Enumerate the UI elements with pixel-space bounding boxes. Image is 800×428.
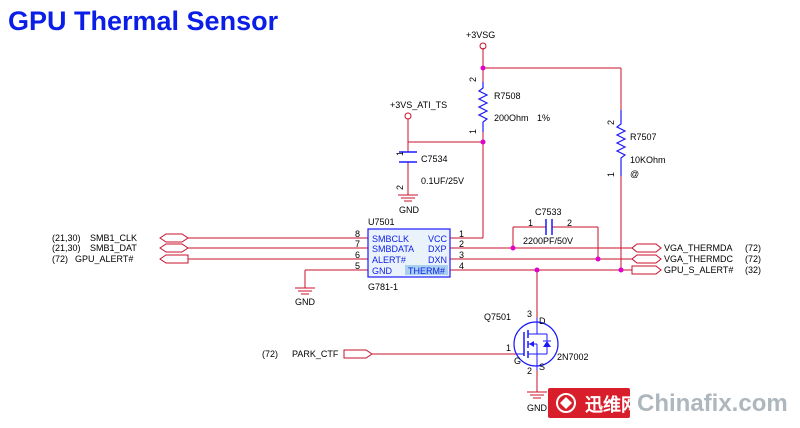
svg-text:6: 6 xyxy=(355,250,360,260)
svg-text:(21,30): (21,30) xyxy=(52,243,81,253)
svg-text:D: D xyxy=(539,316,546,326)
junction-dot xyxy=(618,267,624,273)
svg-text:(32): (32) xyxy=(745,265,761,275)
resistor-r7507: 2 1 R7507 10KOhm @ xyxy=(606,110,666,179)
svg-text:2: 2 xyxy=(567,218,572,228)
svg-text:GPU_ALERT#: GPU_ALERT# xyxy=(75,254,133,264)
ic-pin-dxp: DXP xyxy=(428,244,447,254)
svg-text:@: @ xyxy=(630,169,639,179)
svg-text:R7507: R7507 xyxy=(630,132,657,142)
svg-text:0.1UF/25V: 0.1UF/25V xyxy=(421,176,464,186)
capacitor-c7534: 1 2 C7534 0.1UF/25V xyxy=(395,151,464,190)
svg-text:2: 2 xyxy=(606,120,616,125)
svg-text:3: 3 xyxy=(459,250,464,260)
watermark-logo-icon xyxy=(556,393,576,413)
gnd-symbol-c7534 xyxy=(398,194,418,202)
svg-text:R7508: R7508 xyxy=(494,91,521,101)
svg-text:2: 2 xyxy=(468,77,478,82)
mosfet-q7501: Q7501 2N7002 3 D 1 G 2 S xyxy=(484,309,589,376)
svg-text:+3VSG: +3VSG xyxy=(466,30,495,40)
junction-dot xyxy=(480,65,486,71)
gnd-label-ic: GND xyxy=(295,297,316,307)
gnd-label-c7534: GND xyxy=(399,205,420,215)
svg-text:1: 1 xyxy=(468,129,478,134)
ic-pin-dxn: DXN xyxy=(428,255,447,265)
svg-text:C7534: C7534 xyxy=(421,154,448,164)
ic-u7501: U7501 G781-1 SMBCLK SMBDATA ALERT# GND V… xyxy=(355,217,464,292)
power-flag-3vs-ati-ts: +3VS_ATI_TS xyxy=(390,100,447,120)
svg-text:GPU_S_ALERT#: GPU_S_ALERT# xyxy=(664,265,733,275)
svg-text:(72): (72) xyxy=(262,349,278,359)
svg-text:2: 2 xyxy=(395,185,405,190)
svg-text:1: 1 xyxy=(506,343,511,353)
svg-text:3: 3 xyxy=(527,309,532,319)
junctions xyxy=(480,65,624,273)
gnd-symbol-ic xyxy=(295,287,315,295)
svg-text:+3VS_ATI_TS: +3VS_ATI_TS xyxy=(390,100,447,110)
resistor-r7508: 2 1 R7508 200Ohm 1% xyxy=(468,77,550,134)
ic-pin-vcc: VCC xyxy=(428,234,448,244)
svg-text:S: S xyxy=(539,362,545,372)
svg-text:VGA_THERMDC: VGA_THERMDC xyxy=(664,254,734,264)
gnd-label-mosfet: GND xyxy=(527,403,548,413)
net-connector-smb1-dat: (21,30) SMB1_DAT xyxy=(52,243,189,253)
svg-text:(72): (72) xyxy=(52,254,68,264)
net-connector-gpu-alert: (72) GPU_ALERT# xyxy=(52,254,189,264)
svg-text:VGA_THERMDA: VGA_THERMDA xyxy=(664,243,733,253)
net-connector-gpu-s-alert: GPU_S_ALERT# (32) xyxy=(631,265,761,275)
junction-dot xyxy=(480,139,486,145)
power-flag-3vsg: +3VSG xyxy=(466,30,495,50)
svg-text:8: 8 xyxy=(355,229,360,239)
svg-text:1%: 1% xyxy=(537,113,550,123)
svg-text:1: 1 xyxy=(395,151,405,156)
wires xyxy=(188,48,632,392)
net-connector-vga-thermda: VGA_THERMDA (72) xyxy=(631,243,761,253)
svg-text:C7533: C7533 xyxy=(535,207,562,217)
svg-text:(72): (72) xyxy=(745,254,761,264)
junction-dot xyxy=(510,245,516,251)
svg-text:2N7002: 2N7002 xyxy=(557,352,589,362)
net-connector-vga-thermdc: VGA_THERMDC (72) xyxy=(631,254,761,264)
svg-text:10KOhm: 10KOhm xyxy=(630,155,666,165)
junction-dot xyxy=(534,267,540,273)
svg-text:4: 4 xyxy=(459,261,464,271)
svg-text:(72): (72) xyxy=(745,243,761,253)
watermark-cn-text: 迅维网 xyxy=(585,395,639,416)
svg-text:200Ohm: 200Ohm xyxy=(494,113,529,123)
svg-text:2: 2 xyxy=(527,366,532,376)
gnd-symbol-mosfet xyxy=(527,391,547,399)
svg-text:5: 5 xyxy=(355,261,360,271)
svg-text:G781-1: G781-1 xyxy=(368,282,398,292)
svg-text:G: G xyxy=(514,356,521,366)
ic-pin-smbclk: SMBCLK xyxy=(372,234,409,244)
svg-text:SMB1_DAT: SMB1_DAT xyxy=(90,243,137,253)
net-connector-smb1-clk: (21,30) SMB1_CLK xyxy=(52,233,189,243)
svg-text:1: 1 xyxy=(528,218,533,228)
svg-text:1: 1 xyxy=(606,172,616,177)
ic-pin-alert: ALERT# xyxy=(372,255,406,265)
svg-text:Q7501: Q7501 xyxy=(484,312,511,322)
junction-dot xyxy=(595,256,601,262)
capacitor-c7533: C7533 1 2 2200PF/50V xyxy=(523,207,573,246)
svg-text:SMB1_CLK: SMB1_CLK xyxy=(90,233,137,243)
net-connector-park-ctf: (72) PARK_CTF xyxy=(262,349,373,359)
ic-pin-therm: THERM# xyxy=(408,266,445,276)
svg-text:2: 2 xyxy=(459,239,464,249)
svg-text:PARK_CTF: PARK_CTF xyxy=(292,349,339,359)
ic-pin-gnd: GND xyxy=(372,266,393,276)
svg-text:1: 1 xyxy=(459,229,464,239)
ic-pin-smbdata: SMBDATA xyxy=(372,244,414,254)
svg-text:U7501: U7501 xyxy=(368,217,395,227)
watermark-en-text: Chinafix.com xyxy=(637,390,788,417)
svg-text:2200PF/50V: 2200PF/50V xyxy=(523,236,573,246)
svg-text:7: 7 xyxy=(355,239,360,249)
page-title: GPU Thermal Sensor xyxy=(8,6,279,36)
svg-text:(21,30): (21,30) xyxy=(52,233,81,243)
